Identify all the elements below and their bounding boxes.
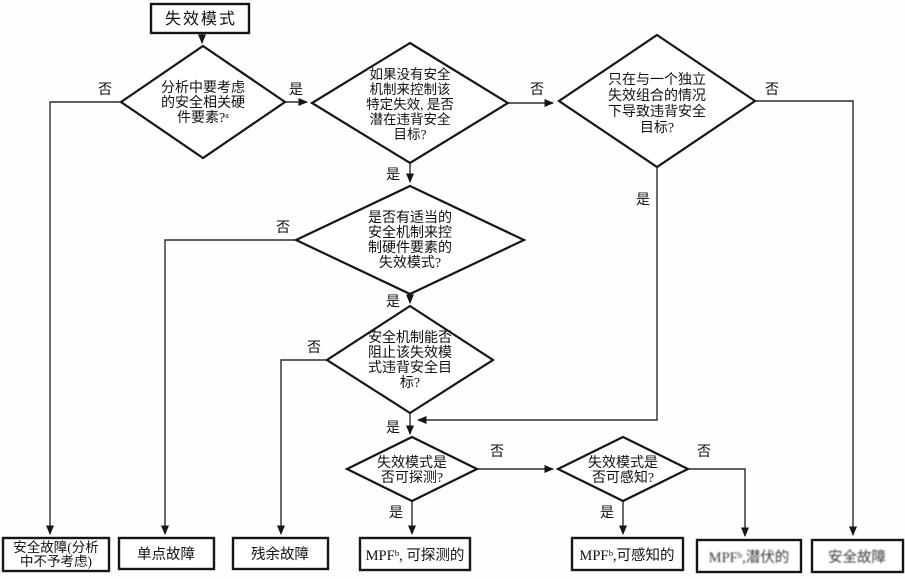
decision-diamond bbox=[555, 435, 691, 503]
edge-label-yes: 是 bbox=[636, 193, 650, 208]
decision-diamond bbox=[119, 44, 287, 160]
decision-violate-goal-only-combined: 只在与一个独立 失效组合的情况 下导致违背安全 目标? bbox=[557, 33, 757, 169]
decision-line: 安全机制来控 bbox=[368, 224, 452, 241]
edge-label-yes: 是 bbox=[386, 421, 400, 436]
decision-line: 特定失效, 是否 bbox=[366, 97, 454, 112]
decision-safety-related-hw-element: 分析中要考虑 的安全相关硬 件要素?ᵃ bbox=[119, 44, 287, 160]
outcome-box bbox=[810, 538, 905, 574]
decision-line: 目标? bbox=[394, 127, 427, 142]
outcome-residual-fault: 残余故障 bbox=[231, 536, 330, 571]
decision-line: 下导致违背安全 bbox=[608, 103, 706, 120]
decision-diamond bbox=[309, 41, 511, 165]
decision-line: 阻止该失效模 bbox=[368, 345, 452, 361]
decision-line: 件要素?ᵃ bbox=[177, 110, 229, 126]
decision-line: 如果没有安全 bbox=[370, 66, 451, 82]
decision-line: 否可探测? bbox=[381, 470, 443, 486]
decision-line: 式违背安全目 bbox=[368, 359, 452, 376]
decision-line: 是否有适当的 bbox=[368, 210, 452, 226]
outcome-label: 残余故障 bbox=[251, 545, 309, 563]
start-node-label: 失效模式 bbox=[165, 10, 237, 28]
edges: 是 否 是 否 否 是 是 否 否 是 否 是 是 否 bbox=[46, 33, 857, 537]
edge-label-no: 否 bbox=[276, 221, 290, 236]
decision-line: 制硬件要素的 bbox=[368, 240, 452, 256]
decision-line: 失效组合的情况 bbox=[608, 88, 706, 104]
decision-line: 失效模式是 bbox=[377, 455, 447, 471]
edge-label-no: 否 bbox=[530, 83, 544, 98]
edge-label-yes: 是 bbox=[386, 295, 400, 310]
outcome-box bbox=[117, 536, 216, 571]
decision-line: 分析中要考虑 bbox=[161, 80, 245, 96]
edge-label-yes: 是 bbox=[389, 506, 403, 521]
edge-label-yes: 是 bbox=[386, 168, 400, 183]
decision-violate-goal-without-mechanism: 如果没有安全 机制来控制该 特定失效, 是否 潜在违背安全 目标? bbox=[309, 41, 511, 165]
edge-d1-no bbox=[46, 101, 121, 535]
outcome-box bbox=[570, 536, 685, 572]
start-node-box bbox=[149, 2, 251, 35]
outcome-single-point-fault: 单点故障 bbox=[117, 536, 216, 571]
edge-d7-no bbox=[688, 468, 749, 537]
decision-adequate-safety-mechanism: 是否有适当的 安全机制来控 制硬件要素的 失效模式? bbox=[293, 184, 527, 296]
outcome-safe-fault-not-considered: 安全故障(分析 中不予考虑) bbox=[1, 536, 111, 573]
outcome-safe-fault: 安全故障 bbox=[810, 538, 905, 574]
outcome-mpf-perceived: MPFᵇ,可感知的 bbox=[570, 536, 685, 572]
edge-label-no: 否 bbox=[697, 445, 711, 460]
decision-diamond bbox=[293, 184, 527, 296]
outcome-box bbox=[231, 536, 330, 571]
decision-line: 机制来控制该 bbox=[370, 82, 451, 97]
edge-d3-no bbox=[755, 100, 857, 536]
outcome-label: 单点故障 bbox=[137, 545, 195, 563]
outcome-label: 安全故障 bbox=[828, 548, 886, 566]
edge-label-no: 否 bbox=[307, 341, 321, 356]
decision-diamond bbox=[324, 304, 496, 415]
start-node: 失效模式 bbox=[149, 2, 251, 35]
edge-d3-yes bbox=[417, 167, 658, 424]
outcome-box bbox=[1, 536, 111, 573]
decision-line: 目标? bbox=[640, 120, 674, 136]
decision-line: 失效模式? bbox=[379, 255, 441, 271]
edge-d4-no bbox=[161, 239, 296, 535]
edge-label-yes: 是 bbox=[600, 506, 614, 521]
edge-label-no: 否 bbox=[765, 83, 779, 98]
decision-diamond bbox=[344, 435, 480, 503]
outcome-label: 安全故障(分析 bbox=[13, 539, 99, 555]
edge-d5-no bbox=[277, 359, 327, 535]
decision-line: 失效模式是 bbox=[588, 455, 658, 471]
edge-label-no: 否 bbox=[98, 83, 112, 98]
outcome-label: MPFᵇ,潜伏的 bbox=[709, 549, 790, 566]
decision-failure-mode-detectable: 失效模式是 否可探测? bbox=[344, 435, 480, 503]
decision-line: 否可感知? bbox=[592, 469, 654, 486]
decision-line: 的安全相关硬 bbox=[161, 94, 245, 111]
outcome-mpf-latent: MPFᵇ,潜伏的 bbox=[695, 538, 803, 574]
outcome-label: MPFᵇ,可感知的 bbox=[579, 547, 674, 564]
decision-line: 只在与一个独立 bbox=[608, 72, 706, 88]
decision-failure-mode-perceivable: 失效模式是 否可感知? bbox=[555, 435, 691, 503]
outcome-box bbox=[358, 536, 472, 572]
edge-label-yes: 是 bbox=[289, 83, 303, 98]
outcome-label: 中不予考虑) bbox=[20, 554, 92, 569]
decision-line: 标? bbox=[400, 375, 420, 391]
outcome-box bbox=[695, 538, 803, 574]
decision-mechanism-prevents-violation: 安全机制能否 阻止该失效模 式违背安全目 标? bbox=[324, 304, 496, 415]
outcome-mpf-detected: MPFᵇ, 可探测的 bbox=[358, 536, 472, 572]
decision-diamond bbox=[557, 33, 757, 169]
edge-label-no: 否 bbox=[490, 445, 504, 460]
outcome-label: MPFᵇ, 可探测的 bbox=[366, 547, 465, 564]
decision-line: 潜在违背安全 bbox=[370, 111, 451, 127]
decision-line: 安全机制能否 bbox=[368, 329, 452, 346]
